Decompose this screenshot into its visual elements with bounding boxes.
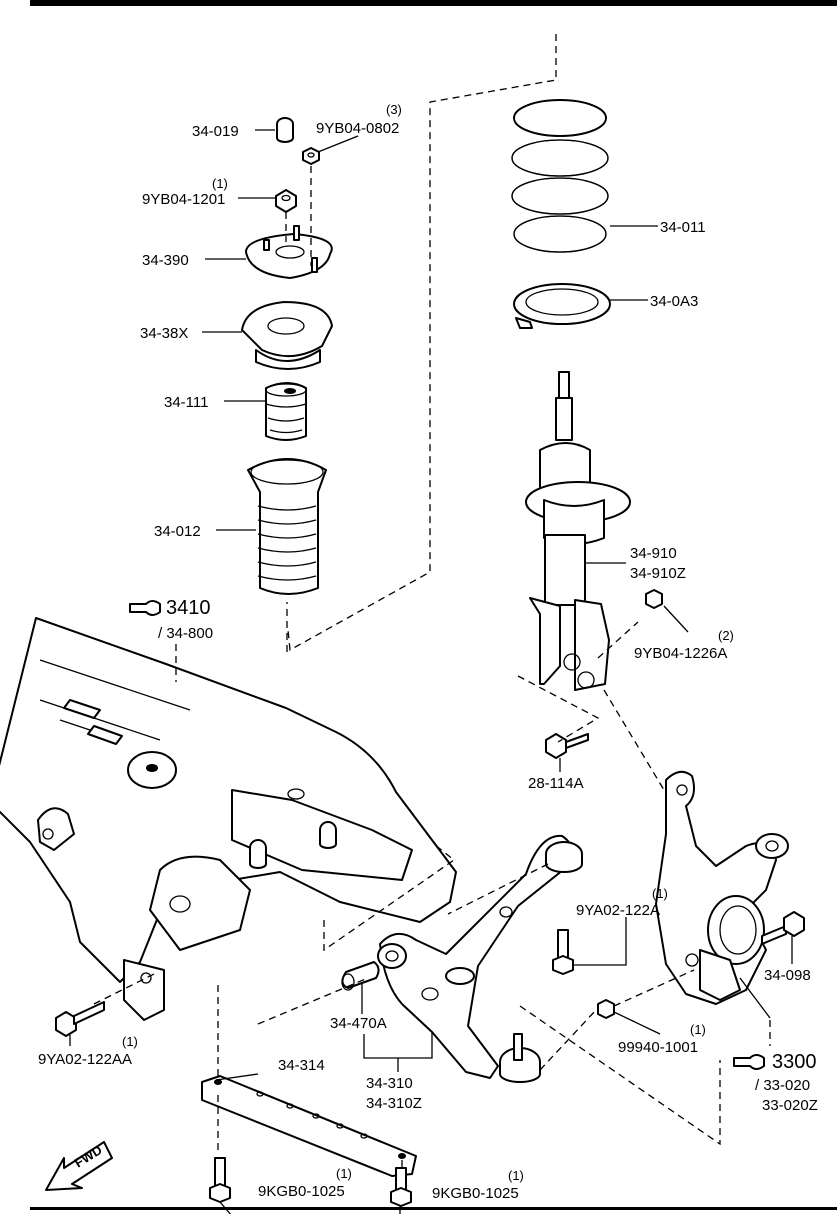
callout-qty: (1) (336, 1166, 352, 1181)
callout-34-910[interactable]: 34-910 (630, 545, 677, 562)
ref-3410[interactable]: 3410 / 34-800 (129, 597, 213, 642)
callout-labels: 34-019 (3) 9YB04-0802 (1) 9YB04-1201 34-… (38, 102, 811, 1202)
pointing-hand-icon (129, 600, 161, 616)
callout-34-098[interactable]: 34-098 (764, 967, 811, 984)
callout-9kgb0-1025-b[interactable]: 9KGB0-1025 (432, 1185, 519, 1202)
part-nut-99940 (597, 999, 615, 1019)
ref-3300-sub: / 33-020 (755, 1077, 810, 1094)
callout-qty: (1) (652, 886, 668, 901)
part-crossmember (0, 617, 457, 1021)
part-strut-assembly (525, 371, 631, 691)
callout-qty: (1) (122, 1034, 138, 1049)
part-nut-1226a (645, 589, 663, 609)
ref-3300-section: 3300 (772, 1051, 817, 1073)
callout-9yb04-1201[interactable]: 9YB04-1201 (142, 191, 225, 208)
callout-9ya02-122a[interactable]: 9YA02-122A (576, 902, 660, 919)
top-border (30, 0, 837, 6)
ref-3300[interactable]: 3300 / 33-020 33-020Z (733, 1051, 818, 1114)
part-strut-mount (245, 225, 333, 279)
part-mount-insulator (241, 301, 333, 370)
callout-34-390[interactable]: 34-390 (142, 252, 189, 269)
part-coil-spring (511, 99, 609, 253)
callout-99940-1001[interactable]: 99940-1001 (618, 1039, 698, 1056)
part-steering-knuckle (655, 770, 789, 1005)
callout-qty: (1) (508, 1168, 524, 1183)
part-nut-1201 (275, 189, 297, 213)
part-bushing-470a (341, 961, 380, 991)
part-dust-boot (247, 458, 327, 595)
callout-9yb04-0802[interactable]: 9YB04-0802 (316, 120, 399, 137)
callout-34-012[interactable]: 34-012 (154, 523, 201, 540)
callout-34-310[interactable]: 34-310 (366, 1075, 413, 1092)
callout-34-011[interactable]: 34-011 (660, 219, 706, 236)
part-nut-0802 (302, 147, 320, 165)
part-bolt-28-114a (545, 733, 589, 759)
callout-qty: (2) (718, 628, 734, 643)
ref-3410-section: 3410 (166, 597, 211, 619)
leader-lines (69, 129, 793, 1214)
part-lower-arm (377, 834, 583, 1083)
callout-34-0a3[interactable]: 34-0A3 (650, 293, 698, 310)
callout-34-019[interactable]: 34-019 (192, 123, 239, 140)
callout-34-910z[interactable]: 34-910Z (630, 565, 686, 582)
part-bolt-34-098 (761, 911, 805, 945)
callout-34-470a[interactable]: 34-470A (330, 1015, 387, 1032)
part-plate-34-314 (201, 1075, 417, 1177)
part-bolt-122a (552, 929, 574, 975)
callout-9ya02-122aa[interactable]: 9YA02-122AA (38, 1051, 132, 1068)
part-bump-cap (276, 117, 294, 143)
part-spring-seat (513, 283, 611, 329)
callout-9kgb0-1025-a[interactable]: 9KGB0-1025 (258, 1183, 345, 1200)
fwd-arrow: FWD (45, 1141, 113, 1191)
assembly-lines (93, 34, 771, 1172)
part-bolt-9ya02-122aa (55, 1001, 105, 1037)
callout-34-314[interactable]: 34-314 (278, 1057, 325, 1074)
callout-28-114a[interactable]: 28-114A (528, 775, 584, 792)
part-bolt-9kgb0-a (209, 1157, 231, 1203)
callout-9yb04-1226a[interactable]: 9YB04-1226A (634, 645, 727, 662)
ref-3410-sub: / 34-800 (158, 625, 213, 642)
part-bump-stopper (265, 382, 307, 441)
bottom-border (30, 1207, 837, 1210)
part-bolt-9kgb0-b (390, 1167, 412, 1207)
callout-qty: (3) (386, 102, 402, 117)
callout-34-310z[interactable]: 34-310Z (366, 1095, 422, 1112)
callout-qty: (1) (212, 176, 228, 191)
callout-34-111[interactable]: 34-111 (164, 394, 208, 411)
pointing-hand-icon (733, 1054, 765, 1070)
ref-3300-sub2: 33-020Z (762, 1097, 818, 1114)
callout-34-38x[interactable]: 34-38X (140, 325, 188, 342)
callout-qty: (1) (690, 1022, 706, 1037)
